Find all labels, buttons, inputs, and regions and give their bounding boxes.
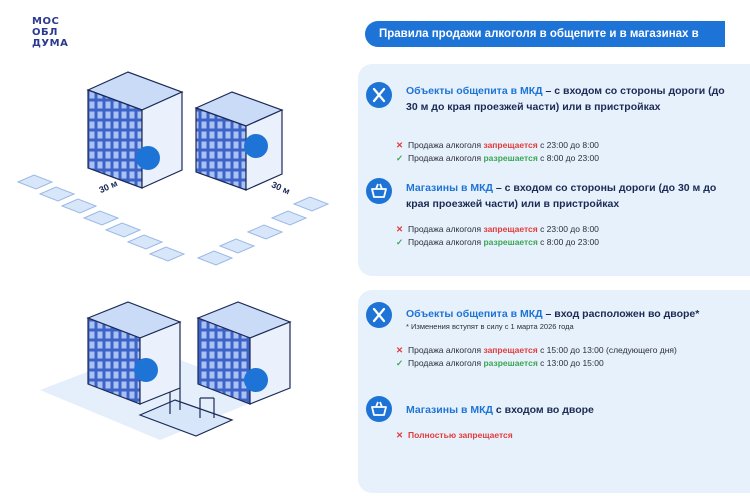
footnote: * Изменения вступят в силу с 1 марта 202… <box>406 322 574 331</box>
rule-time: с 23:00 до 8:00 <box>537 140 599 150</box>
section-title: Объекты общепита в МКД – с входом со сто… <box>406 83 736 115</box>
section-title-main: Магазины в МКД <box>406 404 493 416</box>
rule-time: с 8:00 до 23:00 <box>537 153 599 163</box>
road-path-left <box>16 174 330 266</box>
rule-text: Продажа алкоголя <box>408 358 484 368</box>
section-title-detail: – вход расположен во дворе* <box>542 308 700 320</box>
rule-text: Продажа алкоголя <box>408 140 484 150</box>
rule-status: Полностью запрещается <box>408 430 513 440</box>
cross-icon: ✕ <box>396 345 404 355</box>
rule-allow: ✓ Продажа алкоголя разрешается с 8:00 до … <box>396 237 599 248</box>
distance-label: 30 м <box>97 178 119 195</box>
rule-text: Продажа алкоголя <box>408 224 484 234</box>
section-title-detail: – с входом со стороны дороги (до 30 м до… <box>406 182 717 210</box>
rule-status: запрещается <box>483 345 538 355</box>
basket-icon <box>136 146 160 170</box>
section-title: Магазины в МКД – с входом со стороны дор… <box>406 180 736 212</box>
building-shop-yard <box>196 301 292 405</box>
rule-status: разрешается <box>483 237 538 247</box>
rule-time: с 15:00 до 13:00 (следующего дня) <box>537 345 677 355</box>
panel-yard-entrance <box>358 290 750 493</box>
rule-status: запрещается <box>483 140 538 150</box>
rule-allow: ✓ Продажа алкоголя разрешается с 8:00 до … <box>396 153 599 164</box>
section-title: Объекты общепита в МКД – вход расположен… <box>406 306 736 322</box>
playground <box>138 388 234 437</box>
cross-icon: ✕ <box>396 430 404 440</box>
section-title-main: Магазины в МКД <box>406 182 493 194</box>
page-title: Правила продажи алкоголя в общепите и в … <box>365 21 725 66</box>
buildings-illustration: 30 м 30 м <box>16 71 330 440</box>
logo-line: МОС <box>32 16 60 27</box>
check-icon: ✓ <box>396 153 404 163</box>
section-title-detail: – с входом со стороны дороги (до 30 м до… <box>406 85 725 113</box>
rule-time: с 13:00 до 15:00 <box>537 358 604 368</box>
building-cafe <box>194 91 284 191</box>
rule-status: разрешается <box>483 358 538 368</box>
panel-road-entrance <box>358 64 750 276</box>
logo-line: ДУМА <box>32 38 69 49</box>
section-title-detail: с входом во дворе <box>492 404 594 416</box>
rule-status: запрещается <box>483 224 538 234</box>
rule-deny: ✕ Полностью запрещается <box>396 430 513 441</box>
check-icon: ✓ <box>396 358 404 368</box>
rule-text: Продажа алкоголя <box>408 237 484 247</box>
section-title: Магазины в МКД с входом во дворе <box>406 402 736 418</box>
mosoblduma-logo: МОС ОБЛ ДУМА <box>32 16 68 49</box>
basket-icon <box>366 178 392 204</box>
building-shop <box>86 71 184 189</box>
rule-deny: ✕ Продажа алкоголя запрещается с 15:00 до… <box>396 345 677 356</box>
cutlery-icon <box>366 82 392 108</box>
check-icon: ✓ <box>396 237 404 247</box>
rule-time: с 23:00 до 8:00 <box>537 224 599 234</box>
section-title-main: Объекты общепита в МКД <box>406 308 543 320</box>
cutlery-icon <box>244 134 268 158</box>
building-cafe-yard <box>86 301 182 405</box>
distance-label: 30 м <box>270 179 292 196</box>
cutlery-icon <box>134 358 158 382</box>
basket-icon <box>366 396 392 422</box>
cross-icon: ✕ <box>396 224 404 234</box>
rule-deny: ✕ Продажа алкоголя запрещается с 23:00 до… <box>396 224 599 235</box>
rule-time: с 8:00 до 23:00 <box>537 237 599 247</box>
rule-status: разрешается <box>483 153 538 163</box>
cutlery-icon <box>366 302 392 328</box>
rule-deny: ✕ Продажа алкоголя запрещается с 23:00 до… <box>396 140 599 151</box>
cross-icon: ✕ <box>396 140 404 150</box>
rule-text: Продажа алкоголя <box>408 153 484 163</box>
rule-text: Продажа алкоголя <box>408 345 484 355</box>
logo-line: ОБЛ <box>32 27 58 38</box>
rule-allow: ✓ Продажа алкоголя разрешается с 13:00 до… <box>396 358 604 369</box>
basket-icon <box>244 368 268 392</box>
section-title-main: Объекты общепита в МКД <box>406 85 543 97</box>
